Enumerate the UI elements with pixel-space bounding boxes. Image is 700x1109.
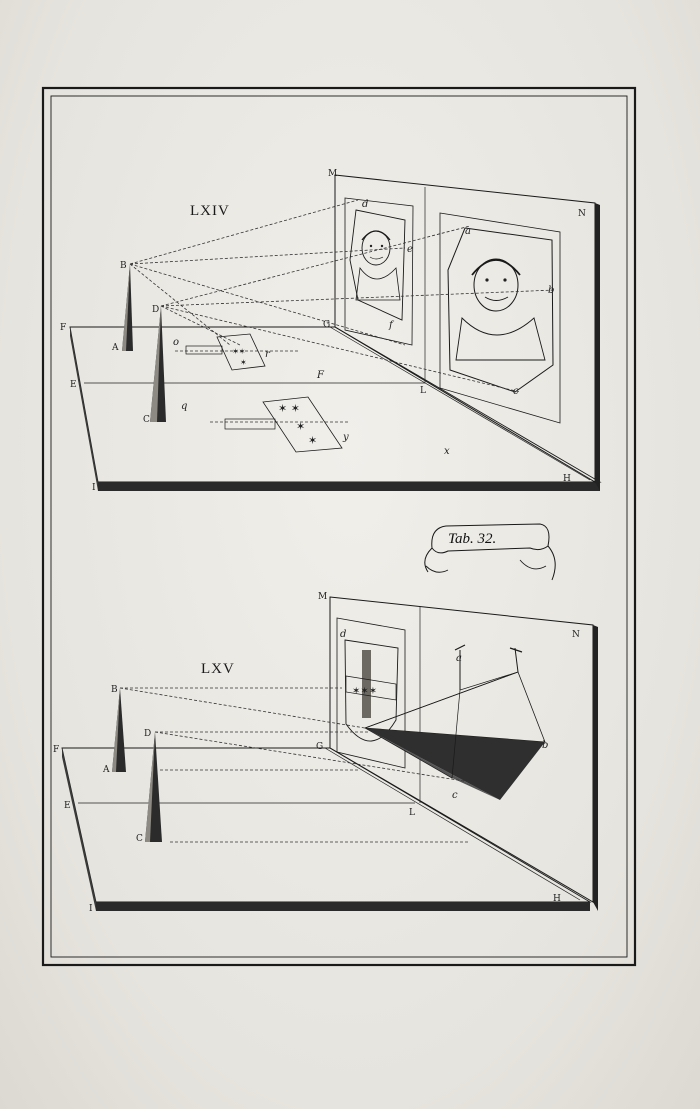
- label-h-2: H: [553, 894, 561, 904]
- label-q: q: [181, 401, 187, 412]
- label-l-2: L: [409, 808, 415, 818]
- label-a-small: a: [465, 226, 471, 237]
- label-c-small-2: c: [452, 790, 458, 801]
- label-r: r: [265, 349, 271, 360]
- small-portrait-outline: [349, 209, 406, 321]
- label-i-2: I: [89, 904, 93, 914]
- label-a-small-2: a: [456, 653, 462, 664]
- label-b-2: B: [111, 685, 118, 695]
- label-f-2: F: [53, 745, 59, 755]
- label-c-2: C: [136, 834, 143, 844]
- tab-banner: Tab. 32.: [424, 523, 556, 581]
- label-d-small-2: d: [340, 629, 346, 640]
- anamorphic-strip-near-c: ✶ ✶ ✶ ✶: [224, 396, 343, 453]
- label-d-2: D: [144, 729, 151, 739]
- label-c-small: c: [513, 386, 519, 397]
- small-portrait-frame: [344, 197, 414, 346]
- label-m-2: M: [318, 592, 327, 602]
- svg-text:✶: ✶: [308, 434, 317, 447]
- label-a: A: [111, 343, 119, 353]
- label-c: C: [143, 415, 150, 425]
- svg-text:✶✶✶: ✶✶✶: [352, 686, 377, 697]
- label-f: F: [60, 323, 66, 333]
- arms-frame: [336, 617, 406, 769]
- floor-front-edge: [98, 482, 600, 491]
- label-g: G: [323, 320, 330, 330]
- label-b-small: b: [548, 285, 554, 296]
- line-g-h: [329, 326, 591, 481]
- label-d: D: [152, 305, 159, 315]
- label-e-small: e: [407, 244, 413, 255]
- label-d-small: d: [362, 199, 368, 210]
- large-portrait-outline: [447, 227, 554, 393]
- figure-lxv: LXV ✶✶✶: [53, 592, 598, 914]
- label-m: M: [328, 169, 337, 179]
- mirror-pyramid: [364, 644, 546, 800]
- label-n-2: N: [572, 630, 580, 640]
- label-n: N: [578, 209, 586, 219]
- label-a-2: A: [102, 765, 110, 775]
- tab-label: Tab. 32.: [448, 531, 496, 547]
- coat-of-arms: [344, 639, 399, 742]
- svg-text:✶✶: ✶✶: [232, 347, 245, 356]
- label-b-small-2: b: [542, 740, 548, 751]
- plate-outer-border: [41, 86, 637, 967]
- label-f-italic: F: [316, 370, 325, 381]
- label-l: L: [420, 386, 426, 396]
- figure-numeral-lxv: LXV: [201, 661, 235, 677]
- wall-edge: [595, 203, 600, 491]
- label-b: B: [120, 261, 127, 271]
- label-g-2: G: [316, 742, 323, 752]
- large-portrait-frame: [439, 212, 561, 424]
- large-portrait-face: [455, 258, 546, 361]
- label-e: E: [70, 380, 77, 390]
- label-o: o: [173, 337, 179, 348]
- anamorphic-strip-near-a: ✶✶ ✶: [185, 333, 266, 371]
- label-y: y: [342, 432, 349, 443]
- figure-numeral-lxiv: LXIV: [190, 203, 230, 219]
- small-portrait-face: [355, 230, 401, 301]
- svg-text:✶ ✶: ✶ ✶: [278, 402, 300, 415]
- label-e-2: E: [64, 801, 71, 811]
- plate-inner-border: [50, 95, 628, 958]
- figure-lxiv: LXIV: [60, 169, 602, 493]
- floor-left-edge: [70, 327, 98, 491]
- picture-wall: [334, 174, 596, 483]
- label-f-small: f: [388, 320, 395, 331]
- floor-plane: [69, 326, 602, 483]
- label-i: I: [92, 483, 96, 493]
- label-h: H: [563, 474, 571, 484]
- svg-text:✶: ✶: [240, 358, 247, 367]
- svg-text:✶: ✶: [296, 420, 305, 433]
- label-x: x: [444, 446, 450, 457]
